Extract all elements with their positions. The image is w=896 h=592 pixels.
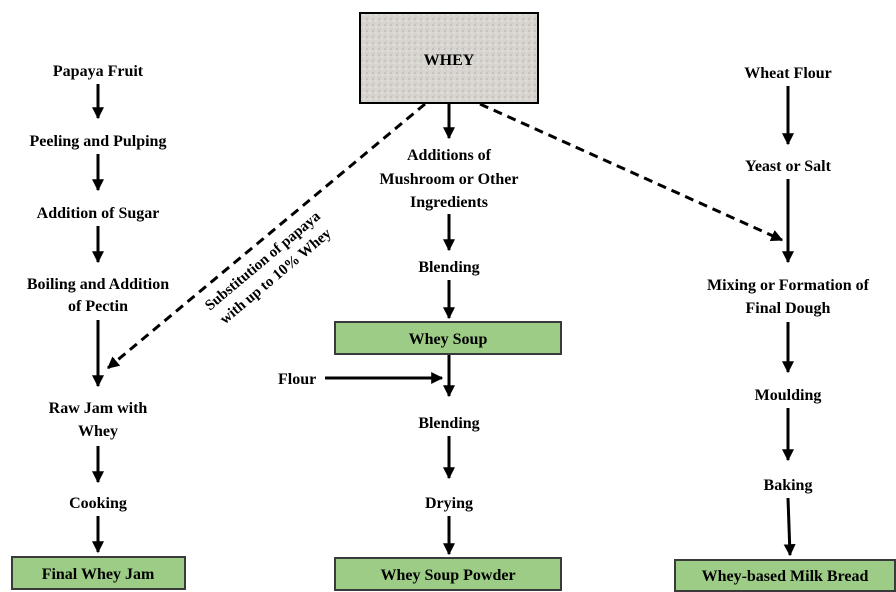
whey-soup-label: Whey Soup <box>409 331 488 348</box>
whey-soup-powder-label: Whey Soup Powder <box>380 567 515 584</box>
step-yeast-salt: Yeast or Salt <box>745 158 832 175</box>
step-moulding: Moulding <box>755 387 822 404</box>
dashed-arrow-bread <box>479 102 784 242</box>
step-cooking: Cooking <box>69 495 127 512</box>
soup-column: Additions of Mushroom or Other Ingredien… <box>278 104 562 591</box>
product-whey-soup: Whey Soup <box>334 321 562 355</box>
step-mixing-2: Final Dough <box>746 300 831 317</box>
product-final-whey-jam: Final Whey Jam <box>11 556 186 590</box>
step-blending-2: Blending <box>418 415 479 432</box>
whey-label: WHEY <box>424 52 475 69</box>
step-baking: Baking <box>764 477 813 494</box>
step-boiling-pectin-2: of Pectin <box>68 298 128 315</box>
product-whey-soup-powder: Whey Soup Powder <box>334 557 562 591</box>
step-raw-jam-2: Whey <box>78 423 118 440</box>
whey-source-box: WHEY <box>359 12 539 104</box>
step-blending-1: Blending <box>418 259 479 276</box>
dashed-arrow-substitution <box>107 102 426 370</box>
step-raw-jam-1: Raw Jam with <box>49 400 148 417</box>
jam-column: Papaya Fruit Peeling and Pulping Additio… <box>11 63 186 590</box>
step-mixing-1: Mixing or Formation of <box>707 277 870 294</box>
whey-milk-bread-label: Whey-based Milk Bread <box>702 568 869 585</box>
step-drying: Drying <box>425 495 473 512</box>
final-whey-jam-label: Final Whey Jam <box>42 566 155 583</box>
input-flour: Flour <box>278 371 316 388</box>
step-additions-2: Mushroom or Other <box>380 171 519 188</box>
step-additions-1: Additions of <box>407 147 492 164</box>
bread-column: Wheat Flour Yeast or Salt Mixing or Form… <box>674 65 896 592</box>
step-peeling-pulping: Peeling and Pulping <box>30 133 167 150</box>
product-whey-milk-bread: Whey-based Milk Bread <box>674 559 896 592</box>
step-boiling-pectin-1: Boiling and Addition <box>27 276 169 293</box>
step-additions-3: Ingredients <box>410 194 488 211</box>
substitution-note: Substitution of papaya with up to 10% Wh… <box>202 208 335 327</box>
step-wheat-flour: Wheat Flour <box>744 65 832 82</box>
step-papaya-fruit: Papaya Fruit <box>53 63 144 80</box>
arrow-r5 <box>783 497 796 557</box>
step-addition-sugar: Addition of Sugar <box>37 205 160 222</box>
